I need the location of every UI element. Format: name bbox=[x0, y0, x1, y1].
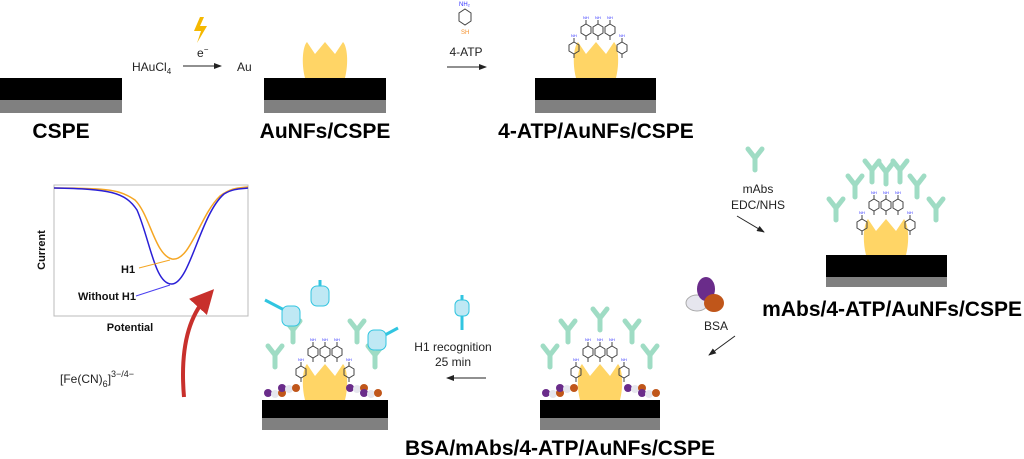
lightning-icon bbox=[194, 17, 207, 43]
arrow-bsa bbox=[708, 335, 736, 356]
atp-molecule-icon: NH₂ SH bbox=[458, 2, 472, 36]
electrode-mabs bbox=[826, 161, 947, 287]
red-curved-arrow bbox=[180, 289, 215, 398]
electrode-bsa bbox=[540, 309, 660, 430]
incubation-time-label: 25 min bbox=[435, 355, 471, 369]
dpv-chart: H1 Without H1 Potential Current bbox=[36, 184, 249, 334]
label-bsa: BSA/mAbs/4-ATP/AuNFs/CSPE bbox=[405, 437, 715, 459]
electrode-cspe bbox=[0, 78, 122, 113]
antibody-icon bbox=[748, 149, 762, 170]
series-without-h1-line bbox=[53, 187, 249, 285]
electrode-h1-bound bbox=[262, 280, 399, 430]
edc-nhs-label: EDC/NHS bbox=[731, 198, 785, 212]
gold-nanoflower bbox=[302, 42, 348, 78]
bsa-reagent-label: BSA bbox=[704, 319, 728, 333]
y-axis-label: Current bbox=[36, 230, 48, 270]
x-axis-label: Potential bbox=[107, 322, 153, 334]
atp-reagent-label: 4-ATP bbox=[449, 45, 482, 59]
label-mabs: mAbs/4-ATP/AuNFs/CSPE bbox=[762, 298, 1022, 321]
svg-text:SH: SH bbox=[461, 30, 469, 36]
label-atp: 4-ATP/AuNFs/CSPE bbox=[498, 120, 694, 143]
annotation-h1-pointer bbox=[138, 259, 171, 269]
electron-label: e− bbox=[197, 45, 209, 60]
h1-antigen-icon bbox=[454, 295, 470, 330]
precursor-label: HAuCl4 bbox=[132, 60, 172, 76]
svg-text:NH₂: NH₂ bbox=[459, 2, 471, 8]
bsa-icon bbox=[685, 277, 724, 312]
label-cspe: CSPE bbox=[32, 120, 89, 143]
h1-recognition-label: H1 recognition bbox=[414, 340, 491, 354]
arrow-mabs bbox=[736, 215, 765, 233]
annotation-without-h1-pointer bbox=[135, 284, 171, 297]
electrode-atp bbox=[535, 14, 656, 113]
electrode-aunfs bbox=[264, 42, 386, 113]
mabs-reagent-label: mAbs bbox=[743, 182, 774, 196]
annotation-without-h1: Without H1 bbox=[78, 291, 136, 303]
annotation-h1: H1 bbox=[121, 264, 135, 276]
redox-probe-label: [Fe(CN)6]3−/4− bbox=[60, 369, 134, 389]
label-aunfs: AuNFs/CSPE bbox=[260, 120, 391, 143]
product-label: Au bbox=[237, 60, 252, 74]
